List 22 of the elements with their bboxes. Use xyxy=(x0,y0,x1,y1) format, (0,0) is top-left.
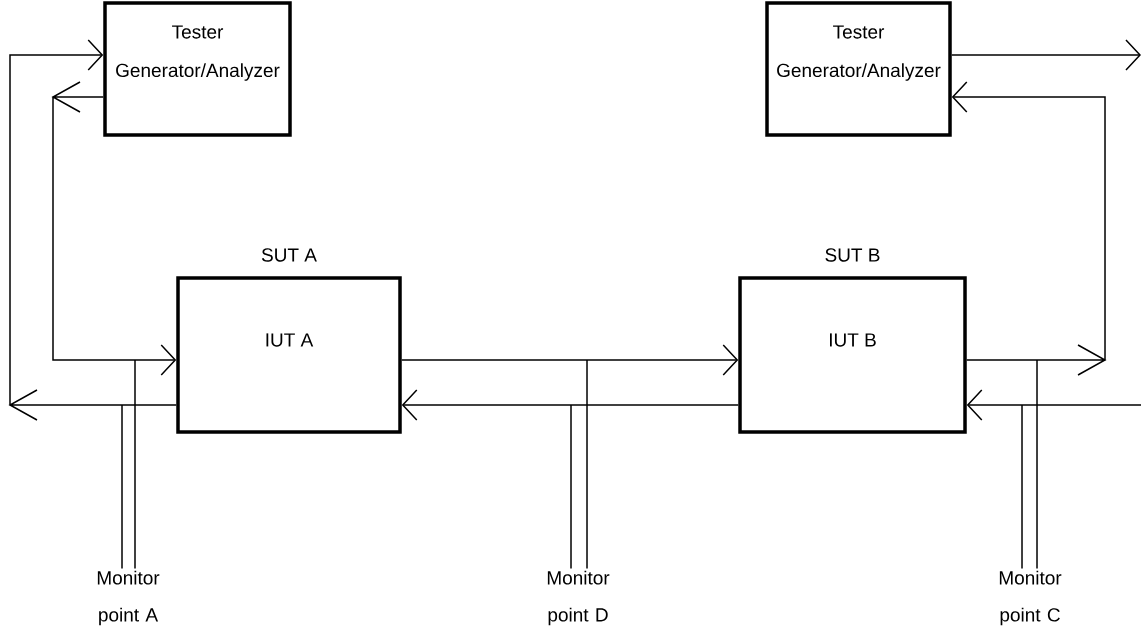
box-label: IUT A xyxy=(266,333,314,347)
leader-line xyxy=(134,359,136,570)
heading-label: SUT A xyxy=(261,248,317,262)
arrow xyxy=(401,344,739,376)
leader-line xyxy=(1036,359,1038,570)
monitor-label: Monitor point D xyxy=(547,570,610,626)
arrow xyxy=(401,389,739,421)
arrow xyxy=(8,39,177,421)
arrow xyxy=(966,389,1141,421)
heading-label: SUT B xyxy=(825,248,880,262)
arrow xyxy=(951,39,1141,71)
arrow xyxy=(951,81,1107,376)
leader-line xyxy=(121,404,123,570)
leader-line xyxy=(570,404,572,570)
tester-box: Tester Generator/Analyzer xyxy=(103,1,292,137)
box-label: IUT B xyxy=(830,333,876,347)
monitor-label: Monitor point C xyxy=(999,570,1062,626)
monitor-label: Monitor point A xyxy=(97,570,160,626)
tester-box: Tester Generator/Analyzer xyxy=(765,1,952,137)
leader-line xyxy=(586,359,588,570)
leader-line xyxy=(1021,404,1023,570)
arrow xyxy=(51,81,177,376)
